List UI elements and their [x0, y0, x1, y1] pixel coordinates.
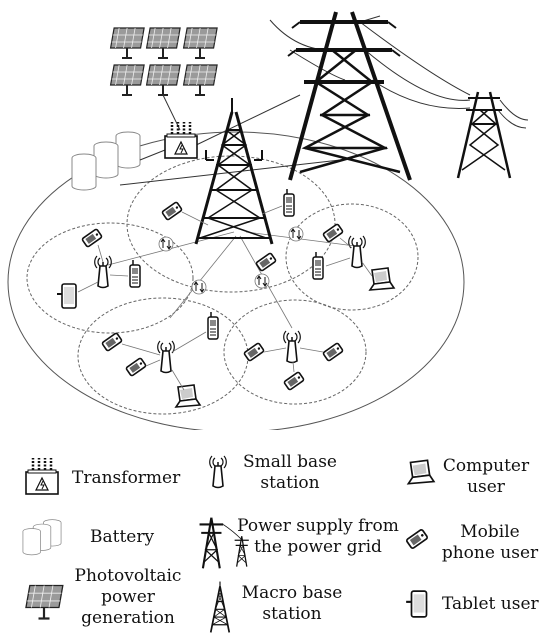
small-base-station-icon [208, 455, 228, 489]
small-cell-top [126, 155, 336, 293]
mobile-phone-icon [80, 227, 104, 249]
laptop-icon [175, 384, 201, 408]
power-pylon-small [456, 91, 512, 179]
link-arrow-icon [158, 236, 174, 252]
solar-panel-icon [24, 584, 64, 620]
legend-power-supply-line2: the power grid [254, 537, 382, 557]
battery-bank [71, 131, 141, 191]
mobile-phone-icon [321, 341, 345, 363]
macro-cell-boundary [7, 131, 465, 430]
mobile-phone-icon [129, 259, 141, 288]
solar-panel-array [109, 27, 219, 96]
link-arrow-icon [288, 226, 304, 242]
mobile-phone-icon [207, 311, 219, 340]
mobile-phone-icon [405, 528, 429, 550]
battery-link [139, 149, 166, 161]
power-lines [119, 15, 529, 186]
mobile-phone-icon [321, 222, 345, 244]
mobile-phone-icon [124, 356, 148, 378]
legend-macro-base-station: Macro base station [240, 583, 344, 625]
user-link [181, 205, 283, 226]
legend-computer-user-line1: Computer [442, 456, 530, 476]
legend-computer-user-line2: user [467, 477, 505, 497]
laptop-icon [369, 267, 395, 291]
legend-power-supply-line1: Power supply from [237, 516, 399, 536]
legend-small-base-station: Small base station [238, 452, 342, 494]
macro-base-station [194, 98, 274, 245]
small-cell-right [285, 203, 419, 311]
legend-small-base-station-line2: station [260, 473, 320, 493]
user-link [263, 347, 324, 373]
legend-transformer: Transformer [72, 468, 181, 488]
legend-tablet-user: Tablet user [442, 594, 539, 614]
mobile-phone-icon [160, 200, 184, 222]
small-cell-left [26, 222, 194, 334]
legend-small-base-station-line1: Small base [243, 452, 337, 472]
legend-mobile-phone-user-line2: phone user [441, 543, 539, 563]
laptop-icon [407, 459, 435, 485]
mobile-phone-icon [100, 331, 124, 353]
legend-macro-base-station-line1: Macro base [241, 583, 343, 603]
power-pylon-large [287, 11, 412, 181]
backhaul-links [107, 231, 356, 329]
transformer-icon [163, 120, 199, 160]
legend-photovoltaic-line3: generation [81, 608, 175, 628]
legend-photovoltaic-line1: Photovoltaic [74, 566, 182, 586]
legend-macro-base-station-line2: station [262, 604, 322, 624]
user-link [325, 237, 373, 277]
link-arrow-icon [254, 273, 270, 289]
network-diagram [7, 11, 529, 430]
mobile-phone-icon [312, 251, 324, 280]
legend-computer-user: Computer user [438, 456, 534, 498]
pv-link [162, 94, 181, 131]
legend-power-supply: Power supply from the power grid [236, 516, 400, 558]
tablet-icon [56, 283, 77, 309]
mobile-phone-icon [254, 251, 278, 273]
legend-photovoltaic: Photovoltaic power generation [68, 566, 188, 629]
mobile-phone-icon [283, 188, 295, 217]
mobile-phone-icon [282, 370, 306, 392]
small-base-station-icon [282, 330, 302, 364]
power-tower-icon [198, 516, 250, 570]
transformer-icon [24, 456, 60, 496]
small-base-station-icon [156, 340, 176, 374]
battery-icon [22, 519, 62, 556]
legend-mobile-phone-user-line1: Mobile [460, 522, 520, 542]
legend-battery: Battery [90, 527, 155, 547]
tablet-icon [405, 590, 428, 618]
link-arrow-icon [191, 279, 207, 295]
small-cell-bottom-right [223, 299, 367, 405]
legend-photovoltaic-line2: power [101, 587, 155, 607]
user-link [121, 331, 207, 391]
legend-mobile-phone-user: Mobile phone user [434, 522, 546, 564]
macro-tower-icon [209, 580, 231, 634]
legend: Transformer Small base station Computer … [0, 430, 550, 643]
user-link [77, 244, 129, 293]
